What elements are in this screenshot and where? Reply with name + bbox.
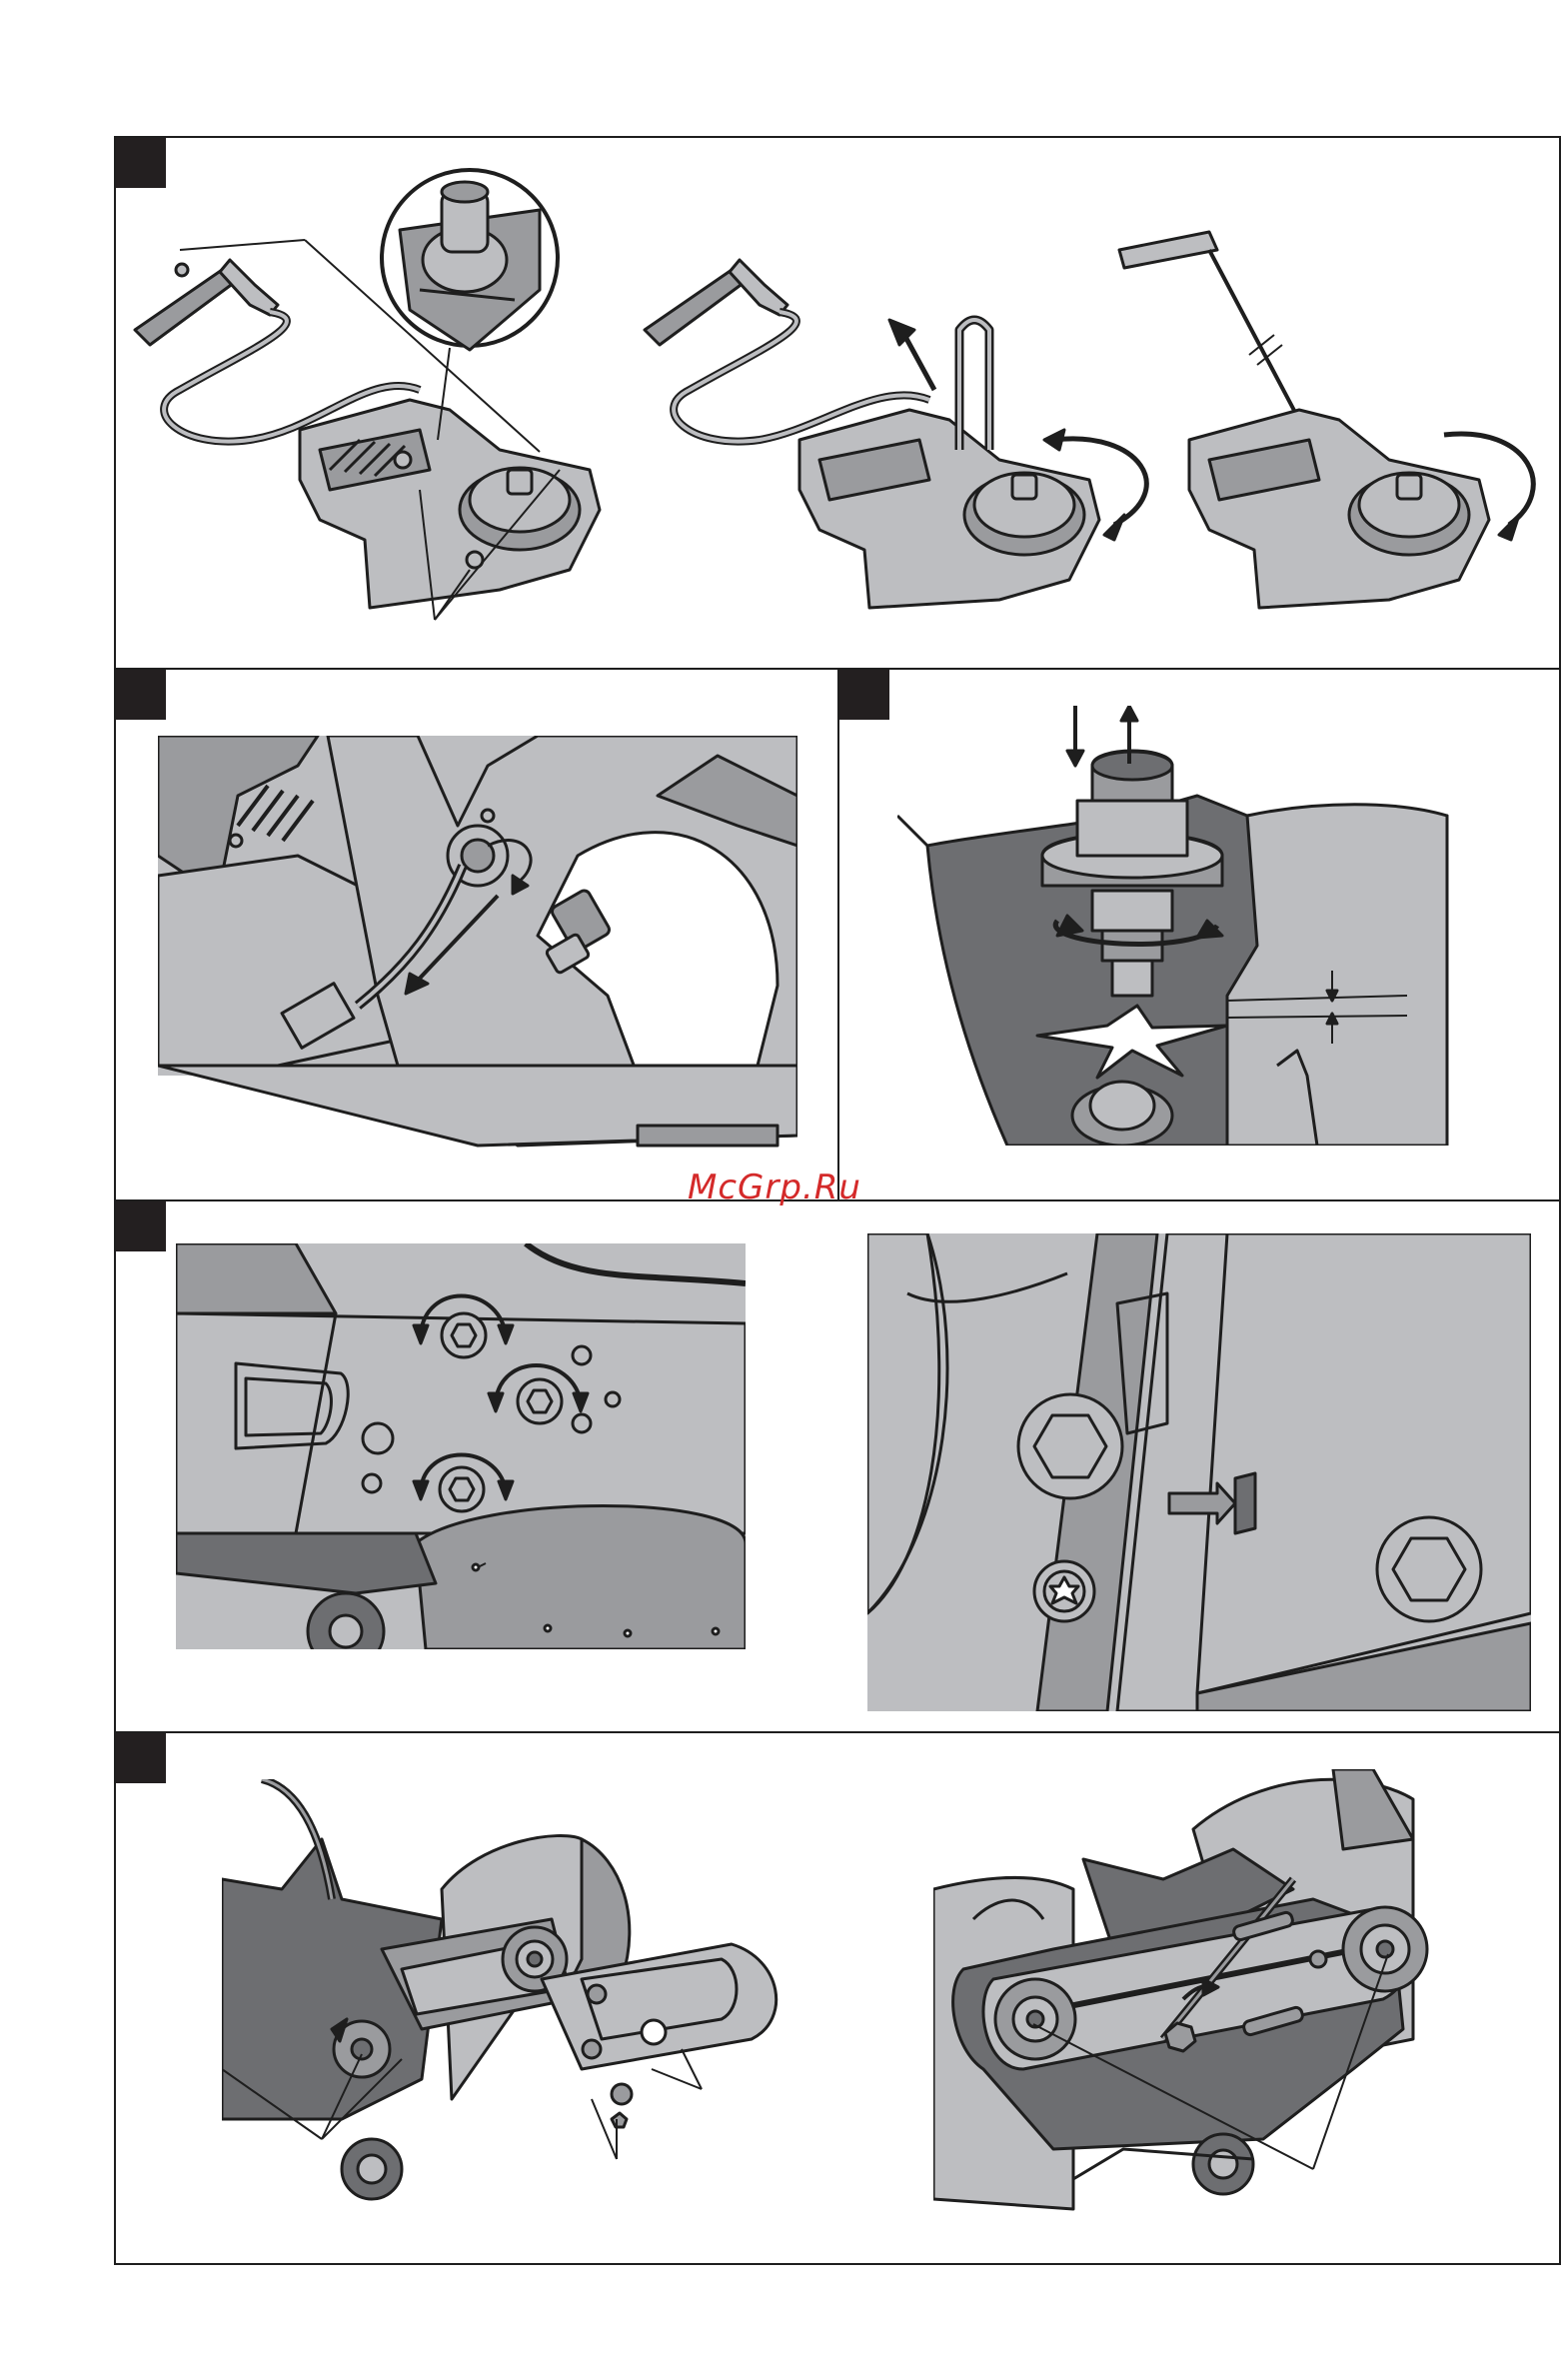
belt-tension-left-illustration (222, 1779, 801, 2219)
starter-cable-illustration (120, 150, 1559, 650)
column-divider (837, 668, 839, 1201)
belt-tension-right-illustration (933, 1769, 1533, 2219)
watermark-text: McGrp.Ru (688, 1168, 861, 1207)
step-marker-4 (116, 1201, 166, 1251)
alignment-mark-illustration (867, 1233, 1531, 1711)
step-marker-2 (116, 670, 166, 720)
step-marker-5 (116, 1733, 166, 1783)
adjuster-spark-illustration (897, 706, 1459, 1146)
row-divider-3 (114, 1731, 1561, 1733)
cable-routing-illustration (158, 736, 797, 1156)
step-marker-3 (839, 670, 889, 720)
arm-nuts-illustration (176, 1243, 746, 1649)
t-handle-icon (135, 260, 278, 345)
